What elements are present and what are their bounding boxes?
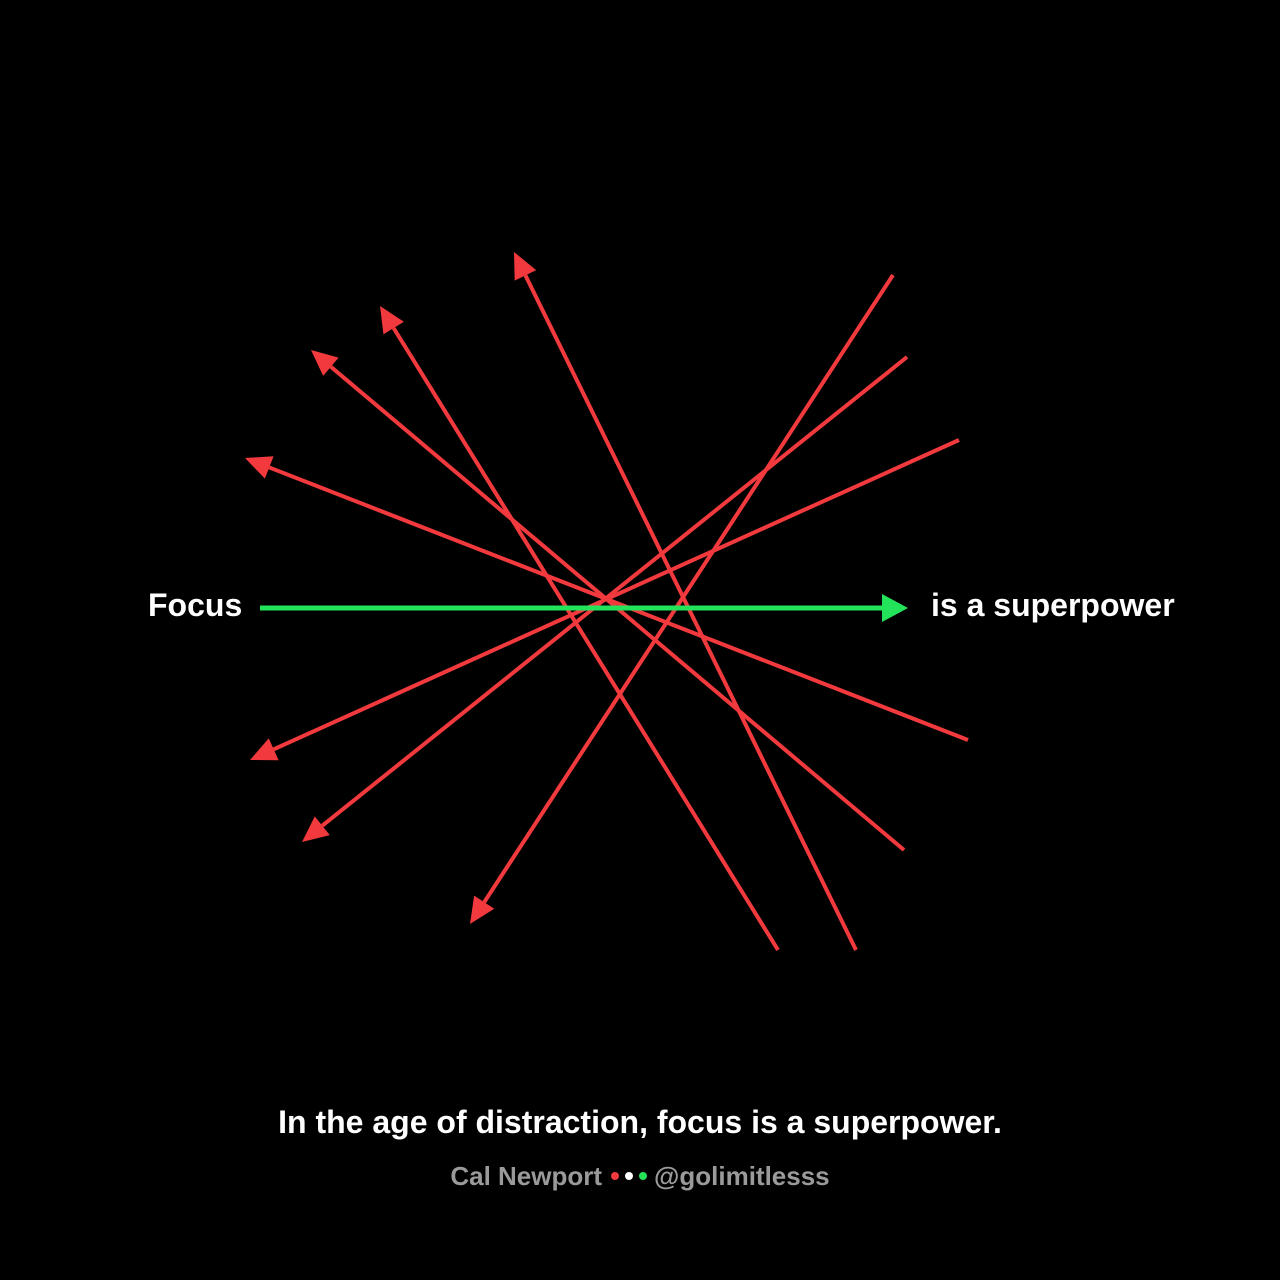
- distraction-arrow-7-line: [272, 438, 960, 752]
- distraction-arrow-7-head: [250, 738, 279, 761]
- focus-arrow-head: [882, 594, 908, 622]
- credit-line: Cal Newport @golimitlesss: [0, 1158, 1280, 1194]
- distraction-arrow-6-head: [302, 816, 330, 842]
- green-dot-icon: [639, 1172, 648, 1181]
- distraction-arrow-5-line: [482, 273, 895, 904]
- distraction-arrow-1-line: [268, 465, 969, 742]
- quote-text: In the age of distraction, focus is a su…: [278, 1104, 1002, 1140]
- red-dot-icon: [611, 1172, 620, 1181]
- distraction-arrow-4-head: [514, 252, 537, 281]
- distraction-arrow-3-line: [391, 327, 780, 952]
- handle-text: @golimitlesss: [654, 1161, 830, 1191]
- distraction-arrow-4-line: [523, 274, 858, 951]
- distraction-arrow-1-head: [245, 456, 274, 479]
- white-dot-icon: [625, 1172, 634, 1181]
- distraction-arrows: [245, 252, 969, 952]
- distraction-arrow-5-head: [470, 895, 495, 924]
- separator-dots: [608, 1158, 650, 1194]
- distraction-arrow-6-line: [321, 355, 909, 828]
- focus-label: Focus: [148, 587, 243, 623]
- superpower-label: is a superpower: [931, 587, 1175, 623]
- distraction-arrow-3-head: [380, 306, 404, 335]
- distraction-arrow-2-head: [311, 350, 339, 376]
- author-name: Cal Newport: [450, 1161, 603, 1191]
- focus-arrow: [260, 594, 908, 622]
